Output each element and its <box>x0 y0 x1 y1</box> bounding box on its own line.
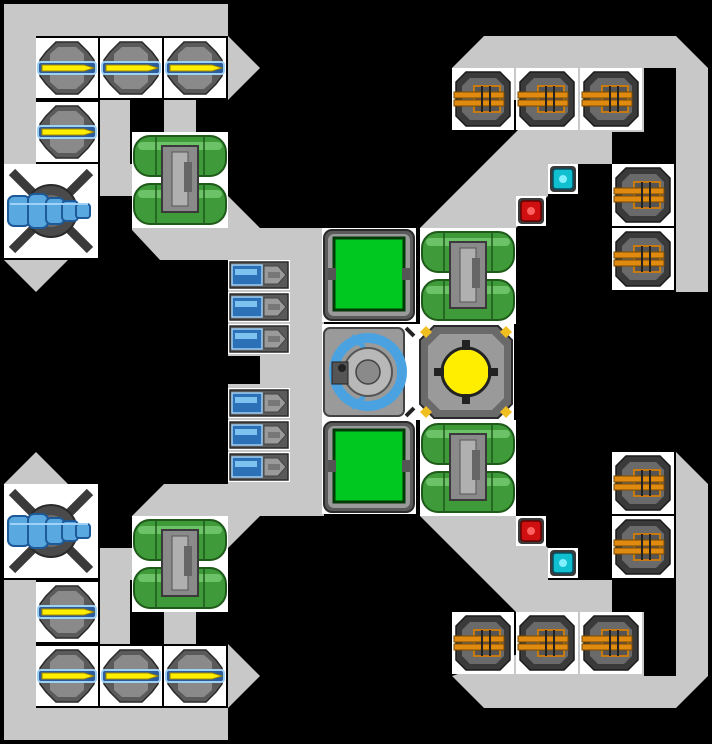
shield-node-red[interactable] <box>515 195 547 227</box>
hull-segment <box>228 644 260 708</box>
missile-launcher[interactable] <box>163 37 227 99</box>
bridge-cockpit[interactable] <box>322 324 418 420</box>
hull-segment <box>100 164 132 196</box>
laser-turret[interactable] <box>515 611 579 675</box>
battery-cell[interactable] <box>227 323 291 355</box>
ion-thruster-top[interactable] <box>4 164 98 258</box>
power-module-top[interactable] <box>320 226 418 324</box>
ion-thruster-bottom[interactable] <box>4 484 98 578</box>
hull-segment <box>100 100 130 164</box>
missile-launcher[interactable] <box>99 645 163 707</box>
fuel-tank-bottom-left[interactable] <box>131 515 229 613</box>
fuel-tank-top-left[interactable] <box>131 131 229 229</box>
laser-turret[interactable] <box>611 227 675 291</box>
laser-turret[interactable] <box>579 611 643 675</box>
battery-cell[interactable] <box>227 451 291 483</box>
missile-launcher[interactable] <box>35 101 99 163</box>
hull-segment <box>100 548 132 580</box>
hull-segment <box>4 4 228 164</box>
laser-turret[interactable] <box>515 67 579 131</box>
battery-cell[interactable] <box>227 387 291 419</box>
battery-cell[interactable] <box>227 291 291 323</box>
hull-segment <box>4 580 228 740</box>
missile-launcher[interactable] <box>163 645 227 707</box>
missile-launcher[interactable] <box>99 37 163 99</box>
hull-segment <box>164 612 196 644</box>
battery-cell[interactable] <box>227 259 291 291</box>
power-module-bottom[interactable] <box>320 418 418 516</box>
shield-node-cyan[interactable] <box>547 163 579 195</box>
hull-segment <box>4 452 68 484</box>
hull-segment <box>164 100 196 132</box>
shield-node-cyan[interactable] <box>547 547 579 579</box>
laser-turret[interactable] <box>611 451 675 515</box>
hull-segment <box>4 260 68 292</box>
missile-launcher[interactable] <box>35 645 99 707</box>
fuel-tank-bottom-right[interactable] <box>419 419 517 517</box>
hull-segment <box>100 580 130 644</box>
reactor-core[interactable] <box>418 324 514 420</box>
missile-launcher[interactable] <box>35 581 99 643</box>
hull-segment <box>452 36 484 68</box>
laser-turret[interactable] <box>611 163 675 227</box>
hull-segment <box>228 36 260 100</box>
laser-turret[interactable] <box>451 611 515 675</box>
missile-launcher[interactable] <box>35 37 99 99</box>
battery-cell[interactable] <box>227 419 291 451</box>
laser-turret[interactable] <box>611 515 675 579</box>
fuel-tank-top-right[interactable] <box>419 227 517 325</box>
laser-turret[interactable] <box>451 67 515 131</box>
shield-node-red[interactable] <box>515 515 547 547</box>
laser-turret[interactable] <box>579 67 643 131</box>
